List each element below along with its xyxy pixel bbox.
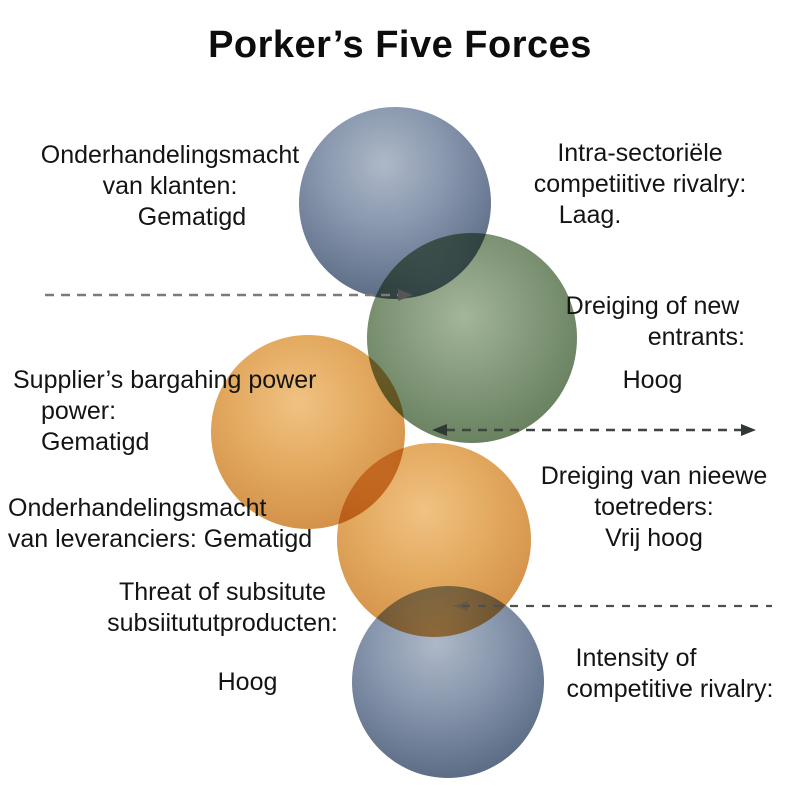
label-line: Supplier’s bargahing power (13, 366, 317, 394)
label-supplier-power: Supplier’s bargahing power power: Gemati… (13, 365, 325, 458)
label-new-entrants: Dreiging of new entrants: Hoog (540, 291, 765, 396)
label-line: Vrij hoog (605, 524, 703, 552)
label-line: van leveranciers: Gematigd (7, 525, 313, 553)
label-line: competiitive rivalry: (533, 170, 747, 198)
label-line: Gematigd (41, 428, 150, 456)
label-new-entrants-nl: Dreiging van nieewe toetreders: Vrij hoo… (534, 461, 774, 554)
label-line: entrants: (647, 323, 745, 351)
label-line: Hoog (217, 668, 278, 696)
label-line: Threat of subsitute (118, 578, 327, 606)
label-line: Dreiging van nieewe (540, 462, 768, 490)
label-line: Gematigd (137, 203, 247, 231)
label-rivalry-top: Intra-sectoriële competiitive rivalry: L… (505, 138, 775, 231)
label-substitutes: Threat of subsitute subsiitututproducten… (75, 577, 370, 698)
label-suppliers-nl: Onderhandelingsmacht van leveranciers: G… (0, 493, 320, 555)
label-line: Intensity of (575, 644, 697, 672)
label-line: Onderhandelingsmacht (40, 141, 300, 169)
label-rivalry-bottom: Intensity of competitive rivalry: (555, 643, 785, 705)
label-line: Dreiging of new (565, 292, 740, 320)
circle-rivalry-blue (352, 586, 544, 778)
label-buyer-power: Onderhandelingsmacht van klanten: Gemati… (20, 140, 320, 233)
label-line: subsiitututproducten: (107, 609, 338, 637)
label-line: Onderhandelingsmacht (8, 494, 267, 522)
label-line: Hoog (622, 366, 683, 394)
label-line: Laag. (558, 201, 622, 229)
label-line: van klanten: (102, 172, 238, 200)
diagram-title: Porker’s Five Forces (208, 24, 592, 66)
label-line: power: (41, 397, 117, 425)
label-line: competitive rivalry: (566, 675, 774, 703)
label-line: toetreders: (594, 493, 714, 521)
label-line: Intra-sectoriële (557, 139, 723, 167)
